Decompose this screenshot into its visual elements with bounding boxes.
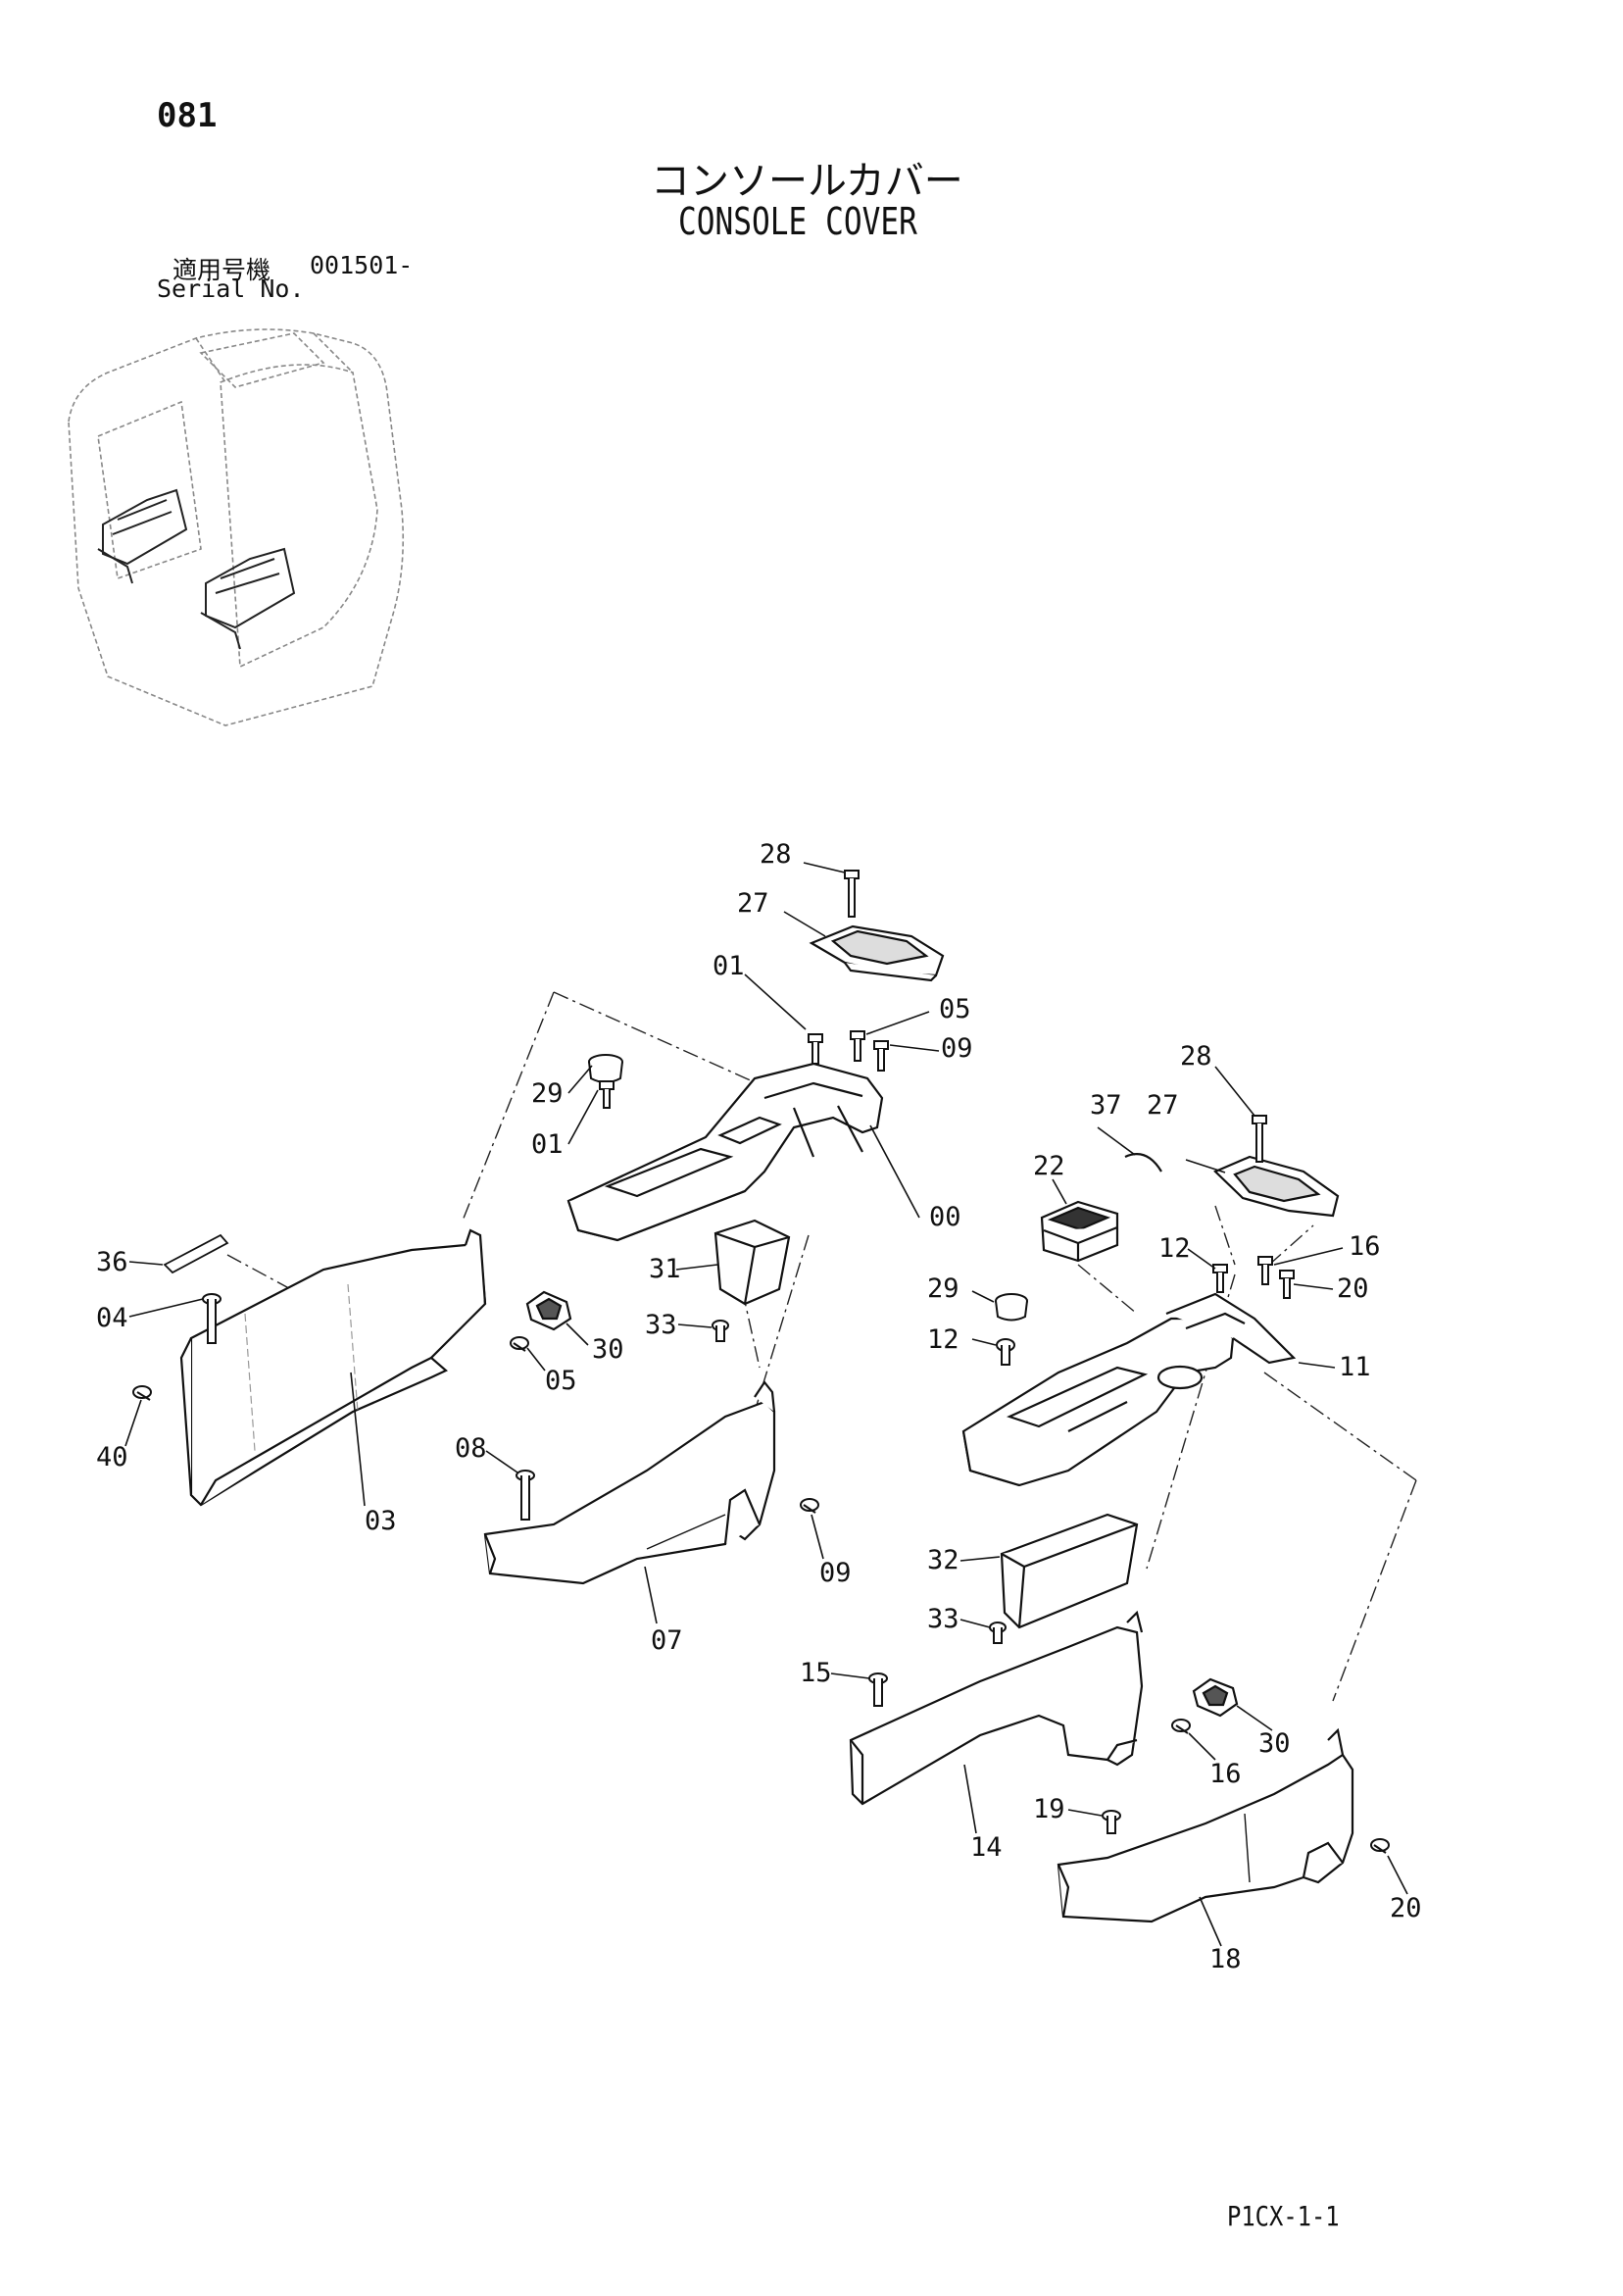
cap-29-left (588, 1054, 623, 1083)
bolt-12-lower-icon (996, 1338, 1015, 1366)
callout-labels: 28 27 01 05 09 29 01 00 31 33 36 04 30 0… (96, 839, 1422, 1974)
bolt-20-lower-icon (1370, 1838, 1390, 1854)
callout-36: 36 (96, 1247, 128, 1277)
side-cover-03 (179, 1228, 487, 1507)
callout-00: 00 (929, 1202, 961, 1232)
bolt-16-upper-icon (1257, 1256, 1273, 1285)
bolt-12-upper-icon (1212, 1264, 1228, 1293)
lower-cover-14 (849, 1610, 1144, 1806)
callout-04: 04 (96, 1303, 128, 1333)
callout-27: 27 (1147, 1090, 1179, 1121)
callout-33: 33 (927, 1604, 959, 1634)
clip-37 (1124, 1153, 1162, 1173)
bolt-01-upper-icon (808, 1033, 823, 1065)
callout-22: 22 (1033, 1151, 1065, 1181)
callout-37: 37 (1090, 1090, 1122, 1121)
bolt-15-icon (868, 1672, 888, 1707)
callout-33: 33 (645, 1310, 677, 1340)
bolts (132, 870, 1390, 1854)
bolt-01-lower-icon (599, 1080, 615, 1109)
callout-12: 12 (927, 1324, 959, 1355)
clip-30-right (1192, 1677, 1239, 1718)
page-title-japanese: コンソールカバー (651, 159, 963, 204)
callout-20: 20 (1390, 1893, 1422, 1923)
bolt-05-upper-icon (850, 1030, 865, 1062)
bolt-40-icon (132, 1385, 152, 1401)
bolt-09-upper-icon (873, 1040, 889, 1072)
callout-05: 05 (545, 1366, 577, 1396)
callout-07: 07 (651, 1625, 683, 1656)
callout-28: 28 (1180, 1041, 1212, 1072)
callout-19: 19 (1033, 1794, 1065, 1824)
serial-label-english: Serial No. (157, 275, 305, 303)
bolt-28-right-icon (1252, 1115, 1267, 1163)
callout-11: 11 (1339, 1352, 1371, 1382)
bolt-16-lower-icon (1171, 1719, 1191, 1734)
bolt-19-icon (1102, 1810, 1121, 1834)
callout-05: 05 (939, 994, 971, 1024)
callout-32: 32 (927, 1545, 959, 1575)
callout-30: 30 (1258, 1728, 1291, 1759)
bolt-28-left-icon (844, 870, 860, 918)
lower-cover-18 (1057, 1727, 1354, 1923)
bolt-09-lower-icon (800, 1498, 819, 1514)
callout-09: 09 (819, 1558, 852, 1588)
page-number: 081 (157, 96, 218, 135)
bolt-20-upper-icon (1279, 1270, 1295, 1299)
callout-18: 18 (1209, 1944, 1242, 1974)
bolt-33-right-icon (989, 1622, 1007, 1644)
serial-number: 001501- (310, 251, 414, 279)
callout-08: 08 (455, 1433, 487, 1464)
label-sheet-36 (163, 1233, 229, 1274)
cup-31 (713, 1219, 791, 1306)
callout-27: 27 (737, 888, 769, 919)
callout-15: 15 (800, 1658, 832, 1688)
box-22 (1040, 1200, 1119, 1263)
callout-40: 40 (96, 1442, 128, 1472)
lower-cover-07 (483, 1380, 776, 1585)
callout-29: 29 (531, 1078, 564, 1109)
bolt-08-icon (516, 1470, 535, 1521)
callout-09: 09 (941, 1033, 973, 1064)
callout-14: 14 (970, 1832, 1003, 1863)
callout-29: 29 (927, 1273, 959, 1304)
console-11 (961, 1292, 1297, 1487)
callout-16: 16 (1209, 1759, 1242, 1789)
callout-30: 30 (592, 1334, 624, 1365)
callout-03: 03 (365, 1506, 397, 1536)
callout-31: 31 (649, 1254, 681, 1284)
tray-32 (1000, 1513, 1139, 1629)
page-title-english: CONSOLE COVER (678, 200, 917, 243)
callout-16: 16 (1349, 1231, 1381, 1262)
cap-29-right (995, 1293, 1028, 1322)
callout-01: 01 (531, 1129, 564, 1160)
cab-location-thumbnail (68, 328, 405, 726)
serial-label-japanese: 適用号機 (172, 256, 271, 284)
callout-leaders (124, 862, 1408, 1947)
bolt-05-lower-icon (510, 1336, 529, 1352)
console-00 (566, 1062, 884, 1242)
bolt-33-left-icon (712, 1320, 729, 1342)
clip-30-left (525, 1290, 572, 1331)
callout-28: 28 (760, 839, 792, 870)
cab-console-thumbnail (97, 488, 296, 650)
lever-guide-27-left (809, 924, 945, 982)
page-code: P1CX-1-1 (1227, 2200, 1340, 2232)
callout-01: 01 (713, 951, 745, 981)
bolt-04-icon (202, 1293, 221, 1344)
callout-20: 20 (1337, 1273, 1369, 1304)
callout-12: 12 (1158, 1233, 1191, 1264)
lever-guide-27-right (1213, 1155, 1340, 1218)
